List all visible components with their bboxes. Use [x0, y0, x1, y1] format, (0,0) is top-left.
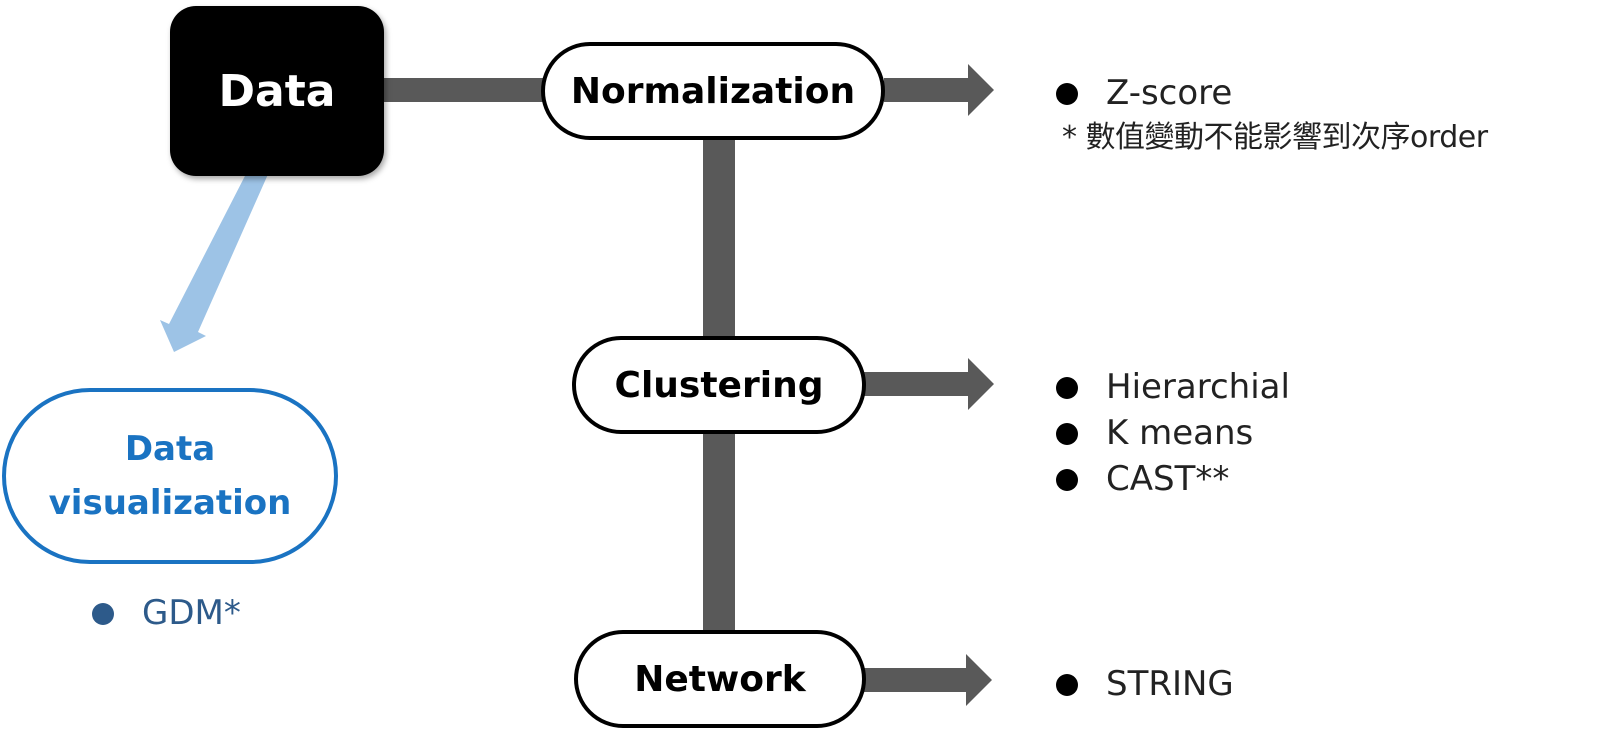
list-item-label: CAST** [1106, 459, 1230, 499]
network-method-list: STRING [1056, 661, 1234, 707]
network-node-label: Network [634, 658, 806, 700]
data-visualization-label-line1: Data [124, 429, 216, 469]
data-to-visualization-arrow [160, 172, 269, 352]
bullet-icon [1056, 377, 1078, 399]
list-item-label: K means [1106, 413, 1254, 453]
clustering-output-arrow [864, 358, 994, 410]
bullet-icon [1056, 83, 1078, 105]
connector-data-normalization [384, 78, 544, 102]
data-visualization-label-line2: visualization [48, 483, 292, 523]
connector-clustering-network [703, 434, 735, 632]
data-node: Data [170, 6, 384, 176]
normalization-output-arrow [884, 64, 994, 116]
bullet-icon [1056, 423, 1078, 445]
network-output-arrow [864, 654, 992, 706]
list-item: STRING [1056, 661, 1234, 707]
connector-normalization-clustering [703, 140, 735, 338]
clustering-node-label: Clustering [614, 364, 824, 406]
normalization-node-label: Normalization [570, 70, 856, 112]
normalization-note: * 數值變動不能影響到次序order [1062, 120, 1488, 155]
normalization-method-list: Z-score [1056, 70, 1232, 116]
list-item-label: STRING [1106, 664, 1234, 704]
list-item: Hierarchial [1056, 364, 1290, 410]
bullet-icon [1056, 469, 1078, 491]
list-item: K means [1056, 410, 1290, 456]
list-item-label: GDM* [142, 593, 241, 633]
bullet-icon [92, 603, 114, 625]
bullet-icon [1056, 674, 1078, 696]
list-item: Z-score [1056, 70, 1232, 116]
list-item-label: Hierarchial [1106, 367, 1290, 407]
list-item: CAST** [1056, 456, 1290, 502]
list-item-label: Z-score [1106, 73, 1233, 113]
network-node: Network [574, 630, 866, 728]
list-item: GDM* [92, 590, 241, 636]
normalization-node: Normalization [541, 42, 885, 140]
data-node-label: Data [218, 65, 336, 117]
data-visualization-node: Data visualization [2, 388, 338, 564]
visualization-method-list: GDM* [92, 590, 241, 636]
clustering-method-list: Hierarchial K means CAST** [1056, 364, 1290, 502]
clustering-node: Clustering [572, 336, 866, 434]
